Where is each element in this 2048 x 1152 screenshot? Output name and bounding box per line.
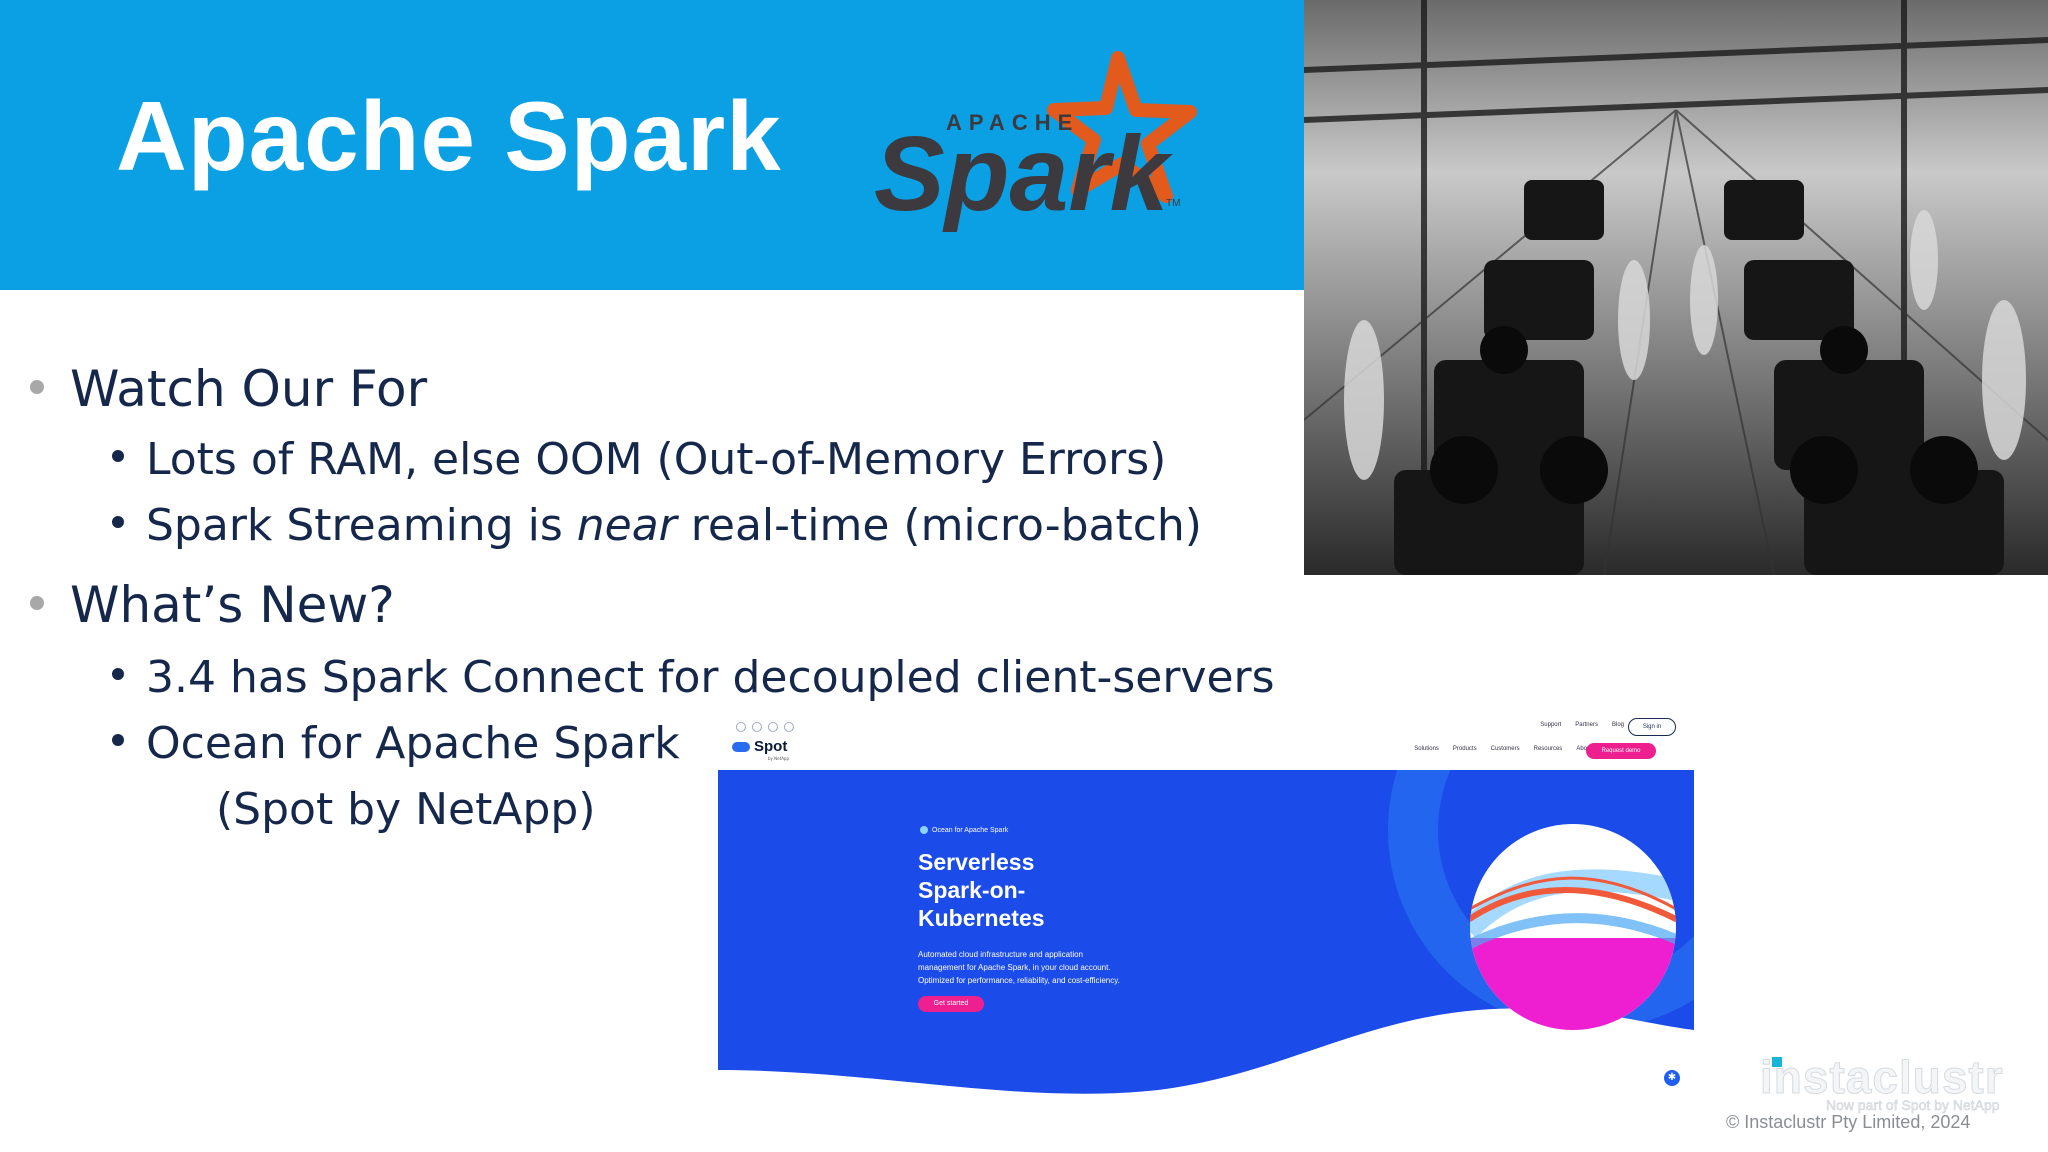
sub-bullet-text: 3.4 has Spark Connect for decoupled clie…	[146, 652, 1275, 703]
social-icons	[736, 722, 794, 732]
sub-bullet-ocean: Ocean for Apache Spark	[112, 718, 680, 769]
facebook-icon	[736, 722, 746, 732]
slide-title: Apache Spark	[116, 81, 782, 191]
utility-nav: Support Partners Blog	[1540, 722, 1624, 728]
factory-assembly-line-photo	[1304, 0, 2048, 575]
bullet-whats-new: What’s New?	[30, 576, 395, 634]
sub-bullet-ram: Lots of RAM, else OOM (Out-of-Memory Err…	[112, 434, 1166, 485]
bullet-dot-icon	[112, 450, 124, 462]
bullet-dot-icon	[112, 734, 124, 746]
spot-website-screenshot: Spot by NetApp Support Partners Blog Sig…	[718, 716, 1694, 1112]
cloud-icon	[732, 741, 750, 752]
apache-wordmark: APACHE	[946, 110, 1079, 135]
nav-about: About	[1576, 746, 1592, 752]
spark-wordmark: Spark	[874, 115, 1174, 233]
abstract-circle-graphic	[1470, 824, 1676, 1030]
sub-bullet-continuation: (Spot by NetApp)	[216, 784, 596, 835]
spark-star-icon	[1047, 51, 1197, 203]
main-nav: Solutions Products Customers Resources A…	[1414, 746, 1592, 752]
ocean-icon	[920, 826, 928, 834]
bullet-dot-icon	[112, 516, 124, 528]
hero-heading-line: Serverless	[918, 849, 1035, 875]
nav-solutions: Solutions	[1414, 746, 1439, 752]
bullet-watch-out: Watch Our For	[30, 360, 427, 418]
spot-brand: Spot	[754, 738, 788, 755]
linkedin-icon	[768, 722, 778, 732]
nav-partners: Partners	[1575, 722, 1598, 728]
hero-description-line: Optimized for performance, reliability, …	[918, 976, 1120, 985]
hero-description: Automated cloud infrastructure and appli…	[918, 948, 1208, 987]
bullet-dot-icon	[112, 668, 124, 680]
signin-button: Sign in	[1628, 718, 1676, 736]
sub-bullet-spark-connect: 3.4 has Spark Connect for decoupled clie…	[112, 652, 1275, 703]
sub-bullet-text: Ocean for Apache Spark	[146, 718, 680, 769]
nav-support: Support	[1540, 722, 1562, 728]
nav-customers: Customers	[1490, 746, 1520, 752]
apache-spark-logo: APACHE Spark TM	[874, 51, 1197, 233]
hero-description-line: management for Apache Spark, in your clo…	[918, 963, 1111, 972]
copyright-notice: © Instaclustr Pty Limited, 2024	[1726, 1112, 1971, 1132]
nav-blog: Blog	[1611, 722, 1624, 728]
hero-heading-line: Spark-on-	[918, 877, 1026, 903]
bullet-dot-icon	[30, 379, 44, 394]
spot-brand-sub: by NetApp	[768, 756, 790, 761]
instaclustr-logo: instaclustr	[1760, 1051, 2004, 1104]
sub-bullet-text-post: real-time (micro-batch)	[676, 500, 1202, 551]
instaclustr-dot-icon	[1772, 1057, 1782, 1067]
spot-hero-background	[718, 770, 1694, 1112]
sub-bullet-text: Lots of RAM, else OOM (Out-of-Memory Err…	[146, 434, 1167, 485]
sub-bullet-text-pre: Spark Streaming is	[146, 500, 577, 551]
hero-heading: Serverless Spark-on- Kubernetes	[918, 848, 1118, 932]
request-demo-button: Request demo	[1586, 743, 1656, 759]
hero-heading-line: Kubernetes	[918, 905, 1045, 931]
nav-products: Products	[1452, 746, 1477, 752]
sub-bullet-streaming: Spark Streaming is near real-time (micro…	[112, 500, 1202, 551]
get-started-button: Get started	[918, 996, 984, 1012]
bullet-text: What’s New?	[70, 576, 395, 634]
hero-description-line: Automated cloud infrastructure and appli…	[918, 950, 1083, 959]
hero-eyebrow: Ocean for Apache Spark	[920, 826, 1008, 834]
instaclustr-tagline: Now part of Spot by NetApp	[1826, 1097, 2000, 1113]
youtube-icon	[784, 722, 794, 732]
spot-header: Spot by NetApp Support Partners Blog Sig…	[718, 716, 1694, 770]
bullet-text: Watch Our For	[70, 360, 428, 418]
nav-resources: Resources	[1533, 746, 1563, 752]
hero-eyebrow-text: Ocean for Apache Spark	[932, 826, 1009, 834]
chat-icon: ✱	[1662, 1068, 1682, 1088]
twitter-icon	[752, 722, 762, 732]
sub-bullet-emphasis: near	[576, 500, 677, 551]
bullet-dot-icon	[30, 595, 44, 610]
spot-logo: Spot	[732, 738, 787, 755]
trademark-mark: TM	[1166, 198, 1180, 209]
